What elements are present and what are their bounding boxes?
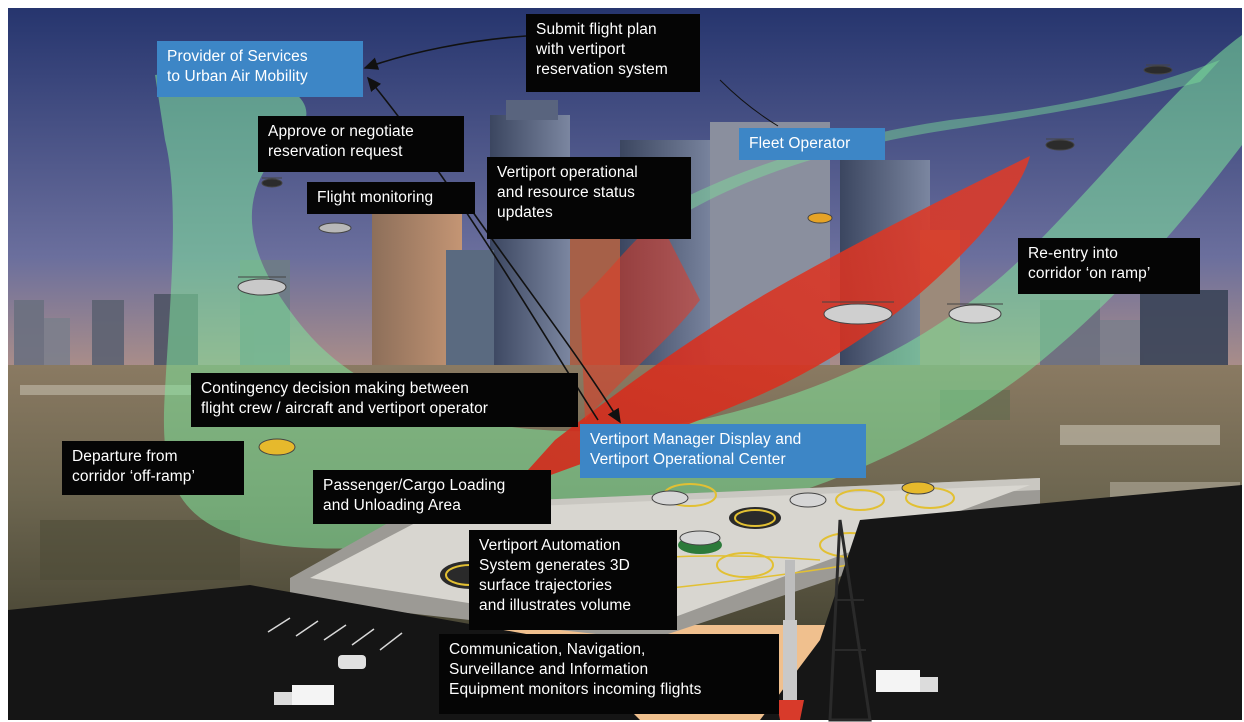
label-departure-off-ramp: Departure from corridor ‘off-ramp’ xyxy=(62,441,244,495)
delivery-truck-right xyxy=(876,670,938,692)
red-corridor-back xyxy=(580,222,700,420)
parking-lines xyxy=(267,617,403,651)
label-fleet-operator: Fleet Operator xyxy=(739,128,885,160)
communication-towers xyxy=(776,519,872,722)
label-flight-monitoring: Flight monitoring xyxy=(307,182,475,214)
label-reentry-on-ramp: Re-entry into corridor ‘on ramp’ xyxy=(1018,238,1200,294)
label-vertiport-manager-display: Vertiport Manager Display and Vertiport … xyxy=(580,424,866,478)
foreground-tarmac-right xyxy=(760,485,1242,720)
label-vertiport-status-updates: Vertiport operational and resource statu… xyxy=(487,157,691,239)
delivery-truck-left xyxy=(274,685,334,705)
label-vertiport-automation-system: Vertiport Automation System generates 3D… xyxy=(469,530,677,630)
label-provider-of-services: Provider of Services to Urban Air Mobili… xyxy=(157,41,363,97)
ground-details xyxy=(20,385,1240,580)
label-contingency-decision: Contingency decision making between flig… xyxy=(191,373,578,427)
label-submit-flight-plan: Submit flight plan with vertiport reserv… xyxy=(526,14,700,92)
arrow-fleet-link xyxy=(719,79,779,127)
label-cnsi-equipment: Communication, Navigation, Surveillance … xyxy=(439,634,779,714)
evtol-aircraft xyxy=(237,64,1173,546)
label-approve-negotiate: Approve or negotiate reservation request xyxy=(258,116,464,172)
label-passenger-cargo-loading: Passenger/Cargo Loading and Unloading Ar… xyxy=(313,470,551,524)
parked-car xyxy=(338,655,366,669)
arrow-submit-to-provider xyxy=(363,35,527,70)
red-corridor xyxy=(510,156,1030,490)
